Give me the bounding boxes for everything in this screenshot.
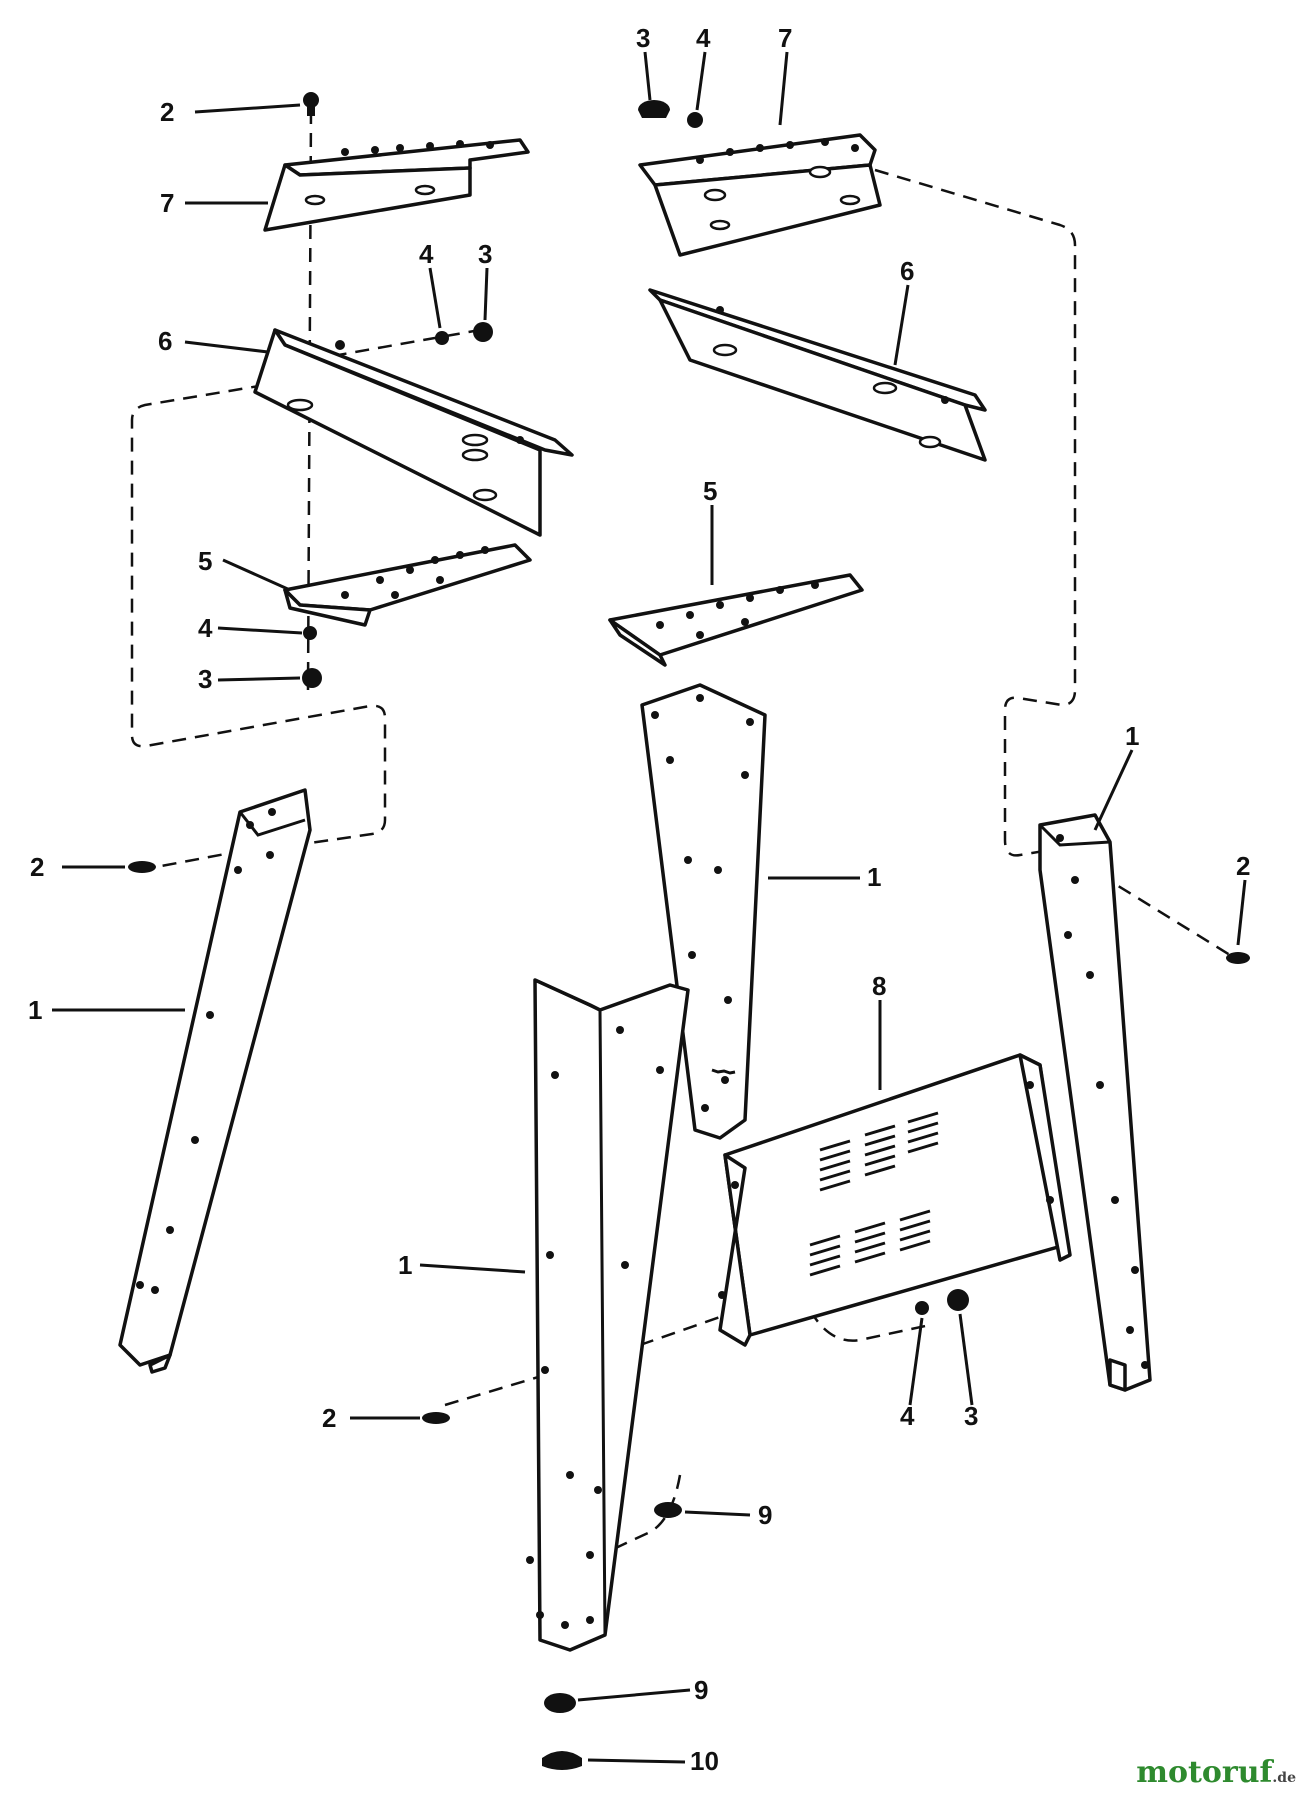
callout-4: 4 — [900, 1401, 915, 1431]
callout-1: 1 — [28, 995, 42, 1025]
callout-7: 7 — [160, 188, 174, 218]
corner-plate-5-right — [608, 573, 864, 667]
washer-4-left — [303, 626, 317, 640]
callout-2: 2 — [160, 97, 174, 127]
screw-2-front — [422, 1412, 450, 1424]
callout-4: 4 — [696, 23, 711, 53]
washer-4-bottom — [915, 1301, 929, 1315]
washer-4-top-left — [435, 331, 449, 345]
mounting-plate-7-right — [638, 133, 882, 257]
leg-1-left — [118, 788, 312, 1374]
foot-10 — [542, 1751, 582, 1770]
callout-3: 3 — [198, 664, 212, 694]
callouts: 2 7 6 4 3 5 4 3 3 4 7 6 5 1 2 1 1 2 1 8 … — [28, 23, 1250, 1776]
callout-10: 10 — [690, 1746, 719, 1776]
nut-3-bottom — [947, 1289, 969, 1311]
leader-lines — [52, 51, 1247, 1764]
callout-5: 5 — [198, 546, 212, 576]
vent-slots — [809, 1111, 939, 1277]
leg-1-back — [640, 683, 767, 1140]
screw-2-right — [1226, 952, 1250, 964]
callout-3: 3 — [478, 239, 492, 269]
nut-3-top-left — [473, 322, 493, 342]
mounting-plate-7-left — [263, 138, 530, 232]
callout-5: 5 — [703, 476, 717, 506]
callout-3: 3 — [964, 1401, 978, 1431]
corner-plate-5-left — [283, 543, 532, 627]
watermark-brand: motoruf — [1136, 1755, 1273, 1790]
nut-3-left — [302, 668, 322, 688]
callout-4: 4 — [198, 613, 213, 643]
callout-7: 7 — [778, 23, 792, 53]
callout-2: 2 — [30, 852, 44, 882]
leg-1-front — [526, 978, 690, 1652]
callout-4: 4 — [419, 239, 434, 269]
vented-stretcher-8 — [718, 1053, 1072, 1347]
watermark-suffix: .de — [1272, 1770, 1296, 1786]
callout-3: 3 — [636, 23, 650, 53]
glide-9-lower — [544, 1693, 576, 1713]
leg-1-right — [1038, 813, 1152, 1392]
watermark-logo: motoruf.de — [1136, 1755, 1296, 1790]
callout-1: 1 — [867, 862, 881, 892]
callout-6: 6 — [158, 326, 172, 356]
screw-2-left — [128, 861, 156, 873]
side-rail-6-right — [648, 288, 987, 462]
callout-2: 2 — [1236, 851, 1250, 881]
callout-2: 2 — [322, 1403, 336, 1433]
callout-8: 8 — [872, 971, 886, 1001]
nut-3-top-right — [638, 100, 670, 118]
callout-9: 9 — [758, 1500, 772, 1530]
side-rail-6-left — [253, 328, 574, 537]
callout-9: 9 — [694, 1675, 708, 1705]
washer-4-top-right — [687, 112, 703, 128]
glide-9-upper — [654, 1502, 682, 1518]
hardware — [128, 92, 1250, 1770]
callout-6: 6 — [900, 256, 914, 286]
callout-1: 1 — [1125, 721, 1139, 751]
callout-1: 1 — [398, 1250, 412, 1280]
